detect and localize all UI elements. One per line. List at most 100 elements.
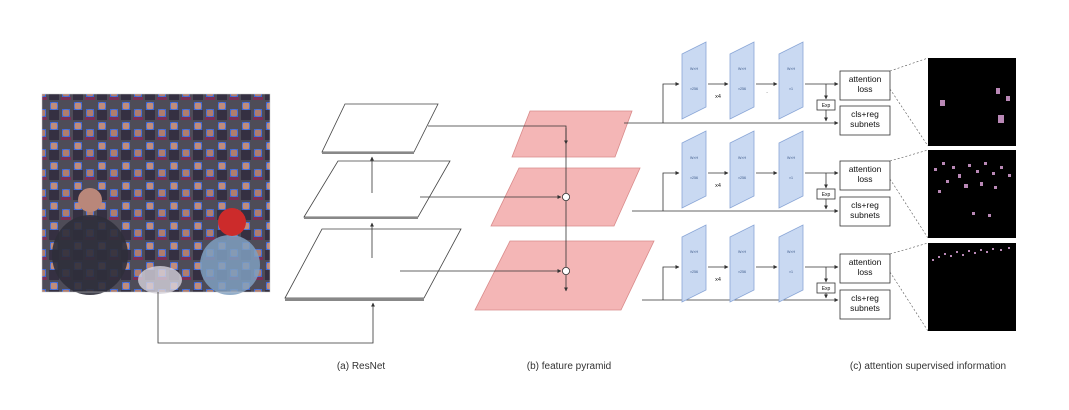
conv-block xyxy=(681,41,707,120)
conv-block xyxy=(778,224,804,303)
conv-size-label: W×H xyxy=(787,250,795,254)
merge-node-middle xyxy=(562,192,571,201)
caption-resnet: (a) ResNet xyxy=(337,361,386,372)
attention-blob xyxy=(1008,247,1010,249)
attention-blob xyxy=(940,100,945,106)
attention-map-2 xyxy=(889,149,1016,239)
attention-loss-label: attention xyxy=(849,74,882,84)
conv-channel-label: ×256 xyxy=(690,87,698,91)
conv-block xyxy=(681,224,707,303)
attention-blob xyxy=(998,115,1004,123)
branch-arrow xyxy=(662,171,680,211)
conv-block xyxy=(729,224,755,303)
attention-blob xyxy=(1006,96,1010,101)
attention-blob xyxy=(944,253,946,255)
subnets-label: cls+reg xyxy=(851,109,879,119)
conv-channel-label: ×256 xyxy=(690,176,698,180)
resnet-layer-top xyxy=(321,103,439,153)
resnet-backbone xyxy=(284,103,462,301)
attention-loss-label: attention xyxy=(849,257,882,267)
attention-supervision-maps xyxy=(889,57,1016,332)
conv-size-label: W×H xyxy=(690,156,698,160)
conv-block xyxy=(778,130,804,209)
conv-channel-label: ×1 xyxy=(789,270,793,274)
conv-size-label: W×H xyxy=(738,67,746,71)
pyramid-level-top xyxy=(511,110,633,158)
attention-loss-label: loss xyxy=(857,267,872,277)
attention-blob xyxy=(980,182,983,186)
detection-heads: W×H×256W×H×256W×H×1x4·Expattentionlosscl… xyxy=(624,41,891,320)
attention-blob xyxy=(972,212,975,215)
conv-size-label: W×H xyxy=(738,250,746,254)
attention-blob xyxy=(952,166,955,169)
attention-map-1 xyxy=(889,57,1016,147)
attention-blob xyxy=(950,255,952,257)
attention-blob xyxy=(932,259,934,261)
attention-blob xyxy=(988,214,991,217)
repeat-label: x4 xyxy=(715,183,721,189)
head-2: W×H×256W×H×256W×H×1x4Expattentionlosscls… xyxy=(632,130,891,227)
attention-blob xyxy=(980,249,982,251)
conv-block xyxy=(729,41,755,120)
attention-loss-box xyxy=(839,160,891,191)
conv-block xyxy=(778,41,804,120)
subnets-box xyxy=(839,105,891,136)
attention-loss-label: loss xyxy=(857,84,872,94)
branch-arrow xyxy=(662,82,680,123)
attention-blob xyxy=(964,184,968,188)
attention-map-background xyxy=(928,150,1016,238)
conv-size-label: W×H xyxy=(690,250,698,254)
conv-size-label: W×H xyxy=(787,67,795,71)
attention-blob xyxy=(996,88,1000,94)
attention-blob xyxy=(984,162,987,165)
resnet-layer-middle xyxy=(303,160,451,218)
attention-blob xyxy=(1008,174,1011,177)
conv-channel-label: ×256 xyxy=(738,270,746,274)
attention-blob xyxy=(946,180,949,183)
exp-label: Exp xyxy=(822,103,831,109)
resnet-layer-bottom xyxy=(284,228,462,299)
subnets-label: subnets xyxy=(850,303,880,313)
merge-node-bottom xyxy=(562,266,571,275)
attention-blob xyxy=(1000,166,1003,169)
between-label: · xyxy=(766,90,768,96)
conv-channel-label: ×256 xyxy=(738,176,746,180)
lateral-connections xyxy=(400,125,568,273)
attention-blob xyxy=(938,256,940,258)
conv-channel-label: ×1 xyxy=(789,87,793,91)
attention-blob xyxy=(958,174,961,178)
feature-pyramid xyxy=(474,110,655,311)
exp-label: Exp xyxy=(822,192,831,198)
attention-blob xyxy=(968,164,971,167)
attention-blob xyxy=(942,162,945,165)
subnets-label: cls+reg xyxy=(851,293,879,303)
attention-blob xyxy=(992,248,994,250)
attention-loss-box xyxy=(839,70,891,101)
conv-channel-label: ×1 xyxy=(789,176,793,180)
conv-size-label: W×H xyxy=(690,67,698,71)
exp-label: Exp xyxy=(822,286,831,292)
attention-blob xyxy=(934,168,937,171)
subnets-label: subnets xyxy=(850,119,880,129)
caption-feature-pyramid: (b) feature pyramid xyxy=(527,361,611,372)
attention-blob xyxy=(1000,249,1002,251)
subnets-box xyxy=(839,289,891,320)
attention-loss-label: attention xyxy=(849,164,882,174)
conv-channel-label: ×256 xyxy=(738,87,746,91)
head-3: W×H×256W×H×256W×H×1x4Expattentionlosscls… xyxy=(642,224,891,320)
attention-map-3 xyxy=(889,242,1016,332)
conv-channel-label: ×256 xyxy=(690,270,698,274)
attention-blob xyxy=(956,251,958,253)
pyramid-level-bottom xyxy=(474,240,655,311)
attention-blob xyxy=(962,254,964,256)
attention-loss-label: loss xyxy=(857,174,872,184)
head-1: W×H×256W×H×256W×H×1x4·Expattentionlosscl… xyxy=(624,41,891,136)
attention-blob xyxy=(976,170,979,173)
subnets-label: cls+reg xyxy=(851,200,879,210)
input-crowd-image xyxy=(41,93,271,295)
attention-loss-box xyxy=(839,253,891,284)
conv-block xyxy=(729,130,755,209)
conv-block xyxy=(681,130,707,209)
attention-blob xyxy=(968,250,970,252)
